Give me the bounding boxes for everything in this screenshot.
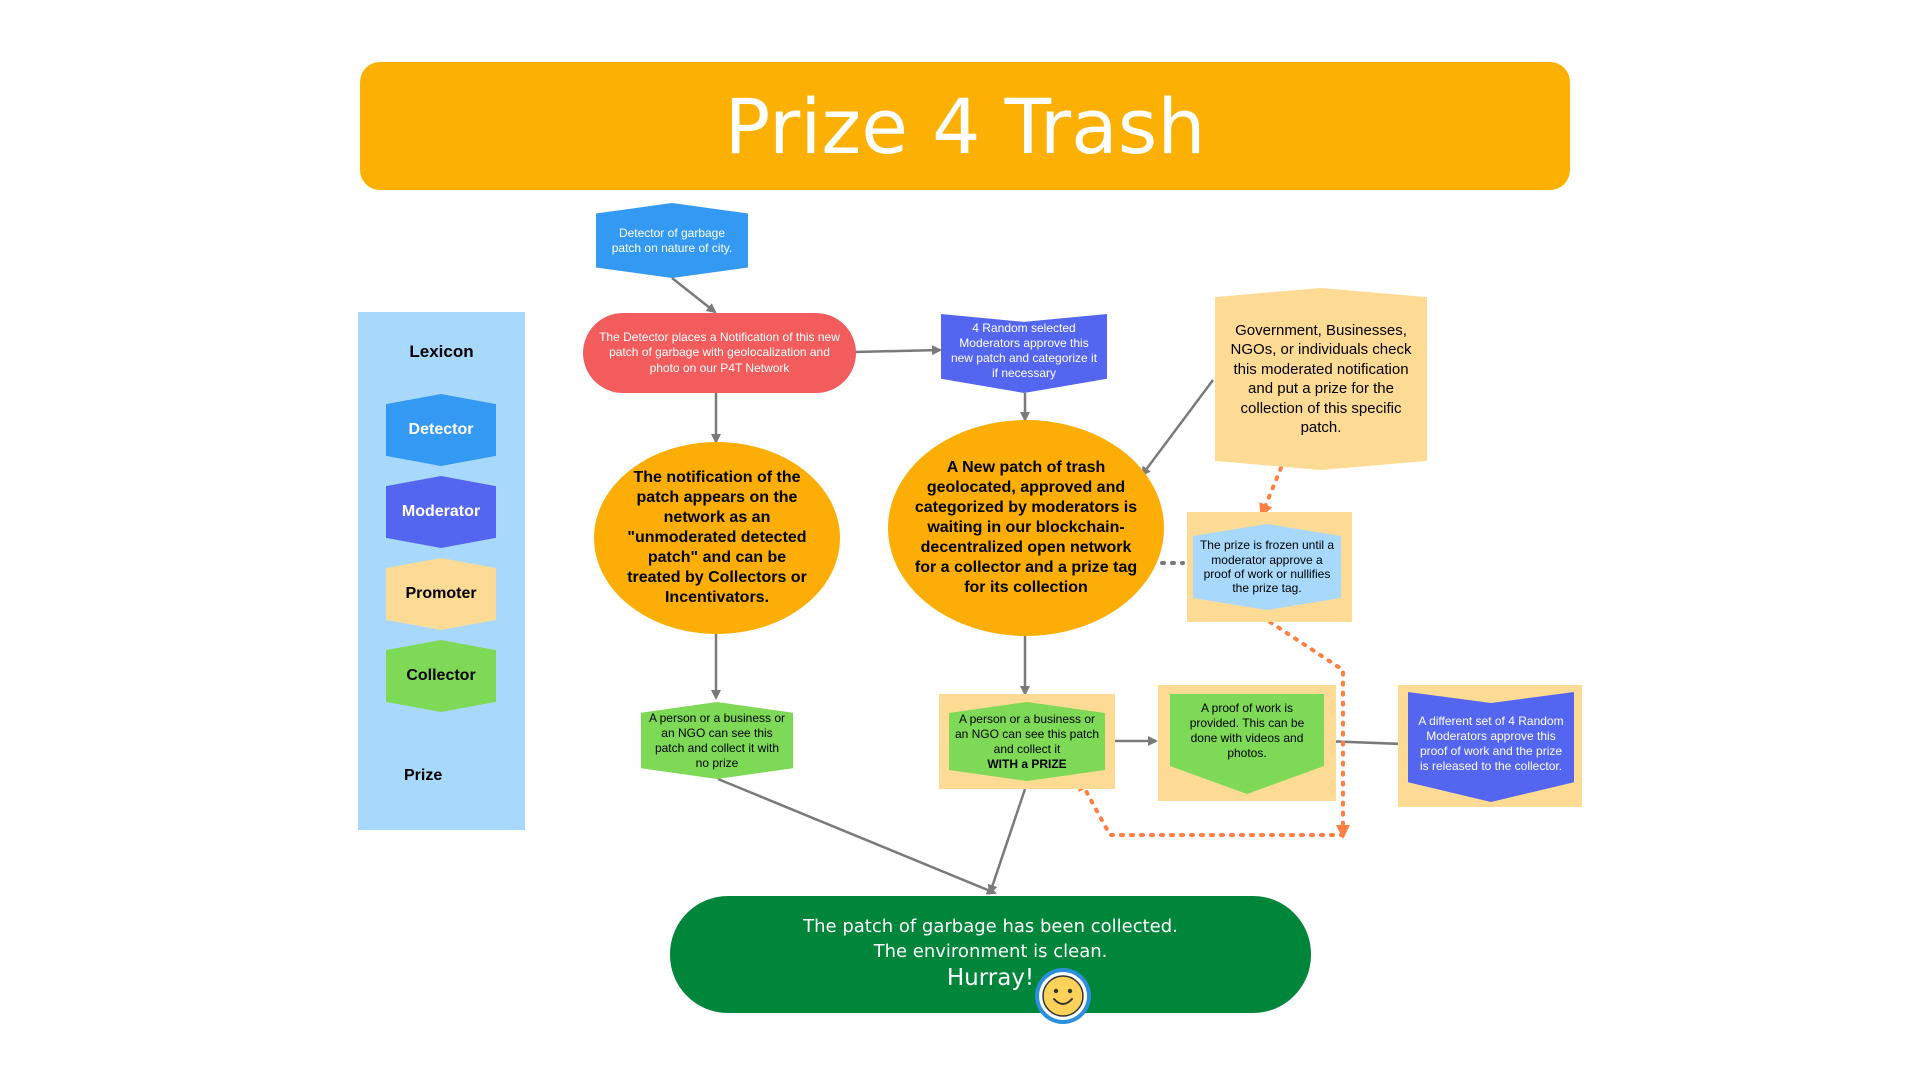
- final-node: The patch of garbage has been collected.…: [670, 896, 1311, 1013]
- collect-with-prize-node: A person or a business or an NGO can see…: [949, 702, 1105, 781]
- notification-text: The Detector places a Notification of th…: [599, 329, 840, 375]
- prize-frozen-node: The prize is frozen until a moderator ap…: [1193, 524, 1341, 610]
- notification-node: The Detector places a Notification of th…: [583, 313, 856, 393]
- prize-arrow-frozen-to-collector: [1268, 620, 1350, 839]
- unmoderated-patch-text: The notification of the patch appears on…: [627, 469, 807, 606]
- collect-no-prize-text: A person or a business or an NGO can see…: [648, 710, 786, 770]
- smiley-face-icon: [1035, 968, 1091, 1024]
- collect-with-prize-text: A person or a business or an NGO can see…: [954, 711, 1100, 756]
- detector-node: Detector of garbage patch on nature of c…: [596, 203, 748, 278]
- lexicon-moderator-label: Moderator: [401, 503, 481, 520]
- title-banner: Prize 4 Trash: [360, 62, 1570, 190]
- final-line-2: The environment is clean.: [873, 940, 1108, 962]
- moderators-approve-node: 4 Random selected Moderators approve thi…: [941, 314, 1107, 393]
- collect-with-prize-frame: A person or a business or an NGO can see…: [939, 694, 1115, 789]
- prize-frozen-text: The prize is frozen until a moderator ap…: [1199, 538, 1335, 596]
- arrow-no-prize-to-final: [717, 777, 997, 895]
- lexicon-collector: Collector: [386, 640, 496, 712]
- promoters-node: Government, Businesses, NGOs, or individ…: [1215, 288, 1427, 470]
- collect-no-prize-node: A person or a business or an NGO can see…: [641, 702, 793, 779]
- approved-patch-node: A New patch of trash geolocated, approve…: [888, 420, 1164, 636]
- arrow-collect-prize-to-final: [987, 788, 1027, 895]
- approved-patch-text: A New patch of trash geolocated, approve…: [914, 459, 1138, 596]
- lexicon-moderator: Moderator: [386, 476, 496, 548]
- lexicon-panel: Lexicon Detector Moderator Promoter Coll…: [358, 312, 525, 830]
- lexicon-detector: Detector: [386, 394, 496, 466]
- lexicon-title: Lexicon: [409, 342, 474, 361]
- lexicon-collector-label: Collector: [406, 667, 476, 684]
- final-line-1: The patch of garbage has been collected.: [803, 916, 1178, 938]
- detector-text: Detector of garbage patch on nature of c…: [611, 225, 733, 255]
- promoters-text: Government, Businesses, NGOs, or individ…: [1230, 321, 1412, 437]
- proof-of-work-text: A proof of work is provided. This can be…: [1189, 701, 1305, 760]
- second-moderators-frame: A different set of 4 Random Moderators a…: [1398, 685, 1582, 807]
- unmoderated-patch-node: The notification of the patch appears on…: [594, 442, 840, 634]
- second-moderators-text: A different set of 4 Random Moderators a…: [1418, 714, 1564, 773]
- moderators-approve-text: 4 Random selected Moderators approve thi…: [950, 320, 1098, 380]
- prize-arrow-promoters-to-frozen: [1259, 466, 1283, 518]
- proof-of-work-frame: A proof of work is provided. This can be…: [1158, 685, 1336, 801]
- lexicon-detector-label: Detector: [408, 421, 474, 438]
- arrow-detector-to-notification: [671, 277, 717, 314]
- arrow-notification-to-moderators: [854, 345, 942, 356]
- arrow-second-mods-to-proof: [1321, 736, 1404, 747]
- prize-frozen-frame: The prize is frozen until a moderator ap…: [1187, 512, 1352, 622]
- collect-with-prize-bold: WITH a PRIZE: [987, 756, 1067, 771]
- page-title: Prize 4 Trash: [724, 81, 1206, 171]
- arrow-promoters-to-approved: [1140, 379, 1215, 477]
- proof-of-work-node: A proof of work is provided. This can be…: [1170, 694, 1324, 794]
- prize-arrow-return-to-collect: [1078, 776, 1345, 837]
- second-moderators-node: A different set of 4 Random Moderators a…: [1408, 692, 1574, 802]
- lexicon-prize-label: Prize: [404, 767, 443, 784]
- final-line-3: Hurray!: [946, 964, 1035, 991]
- lexicon-promoter-label: Promoter: [405, 585, 477, 602]
- lexicon-promoter: Promoter: [386, 558, 496, 630]
